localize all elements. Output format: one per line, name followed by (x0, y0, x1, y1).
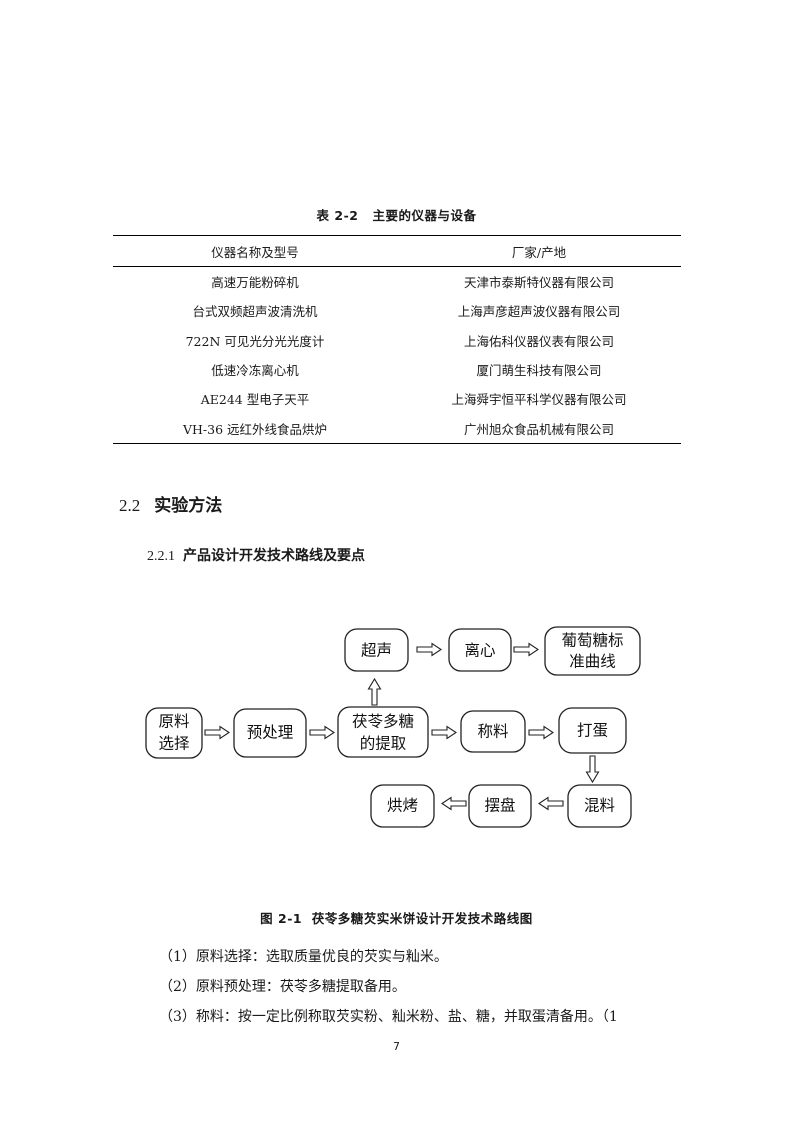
node-weighing-label: 称料 (477, 723, 508, 741)
manufacturer-cell: 上海声彦超声波仪器有限公司 (457, 304, 621, 320)
manufacturer-cell: 上海佑科仪器仪表有限公司 (463, 333, 614, 349)
table-row: 高速万能粉碎机 天津市泰斯特仪器有限公司 (113, 267, 681, 297)
node-tray-label: 摆盘 (484, 796, 515, 815)
table-row: VH-36 远红外线食品烘炉 广州旭众食品机械有限公司 (113, 413, 681, 444)
node-weighing: 称料 (460, 710, 526, 753)
instrument-cell: 低速冷冻离心机 (211, 363, 299, 379)
subsection-number: 2.2.1 (147, 549, 175, 564)
manufacturer-cell: 厦门萌生科技有限公司 (476, 363, 602, 379)
node-baking-label: 烘烤 (387, 797, 418, 815)
instrument-cell: 高速万能粉碎机 (211, 275, 299, 291)
subsection-heading: 2.2.1 产品设计开发技术路线及要点 (147, 545, 365, 565)
manufacturer-cell: 天津市泰斯特仪器有限公司 (463, 275, 614, 291)
table-row: 台式双频超声波清洗机 上海声彦超声波仪器有限公司 (113, 296, 681, 325)
arrow-down-icon (585, 755, 600, 784)
node-egg-beating: 打蛋 (558, 707, 627, 754)
node-raw-material-selection: 原料 选择 (145, 707, 203, 759)
manufacturer-cell: 上海舜宇恒平科学仪器有限公司 (451, 392, 627, 408)
table-header-row: 仪器名称及型号 厂家/产地 (113, 235, 681, 267)
paragraph-step-3: （3）称料：按一定比例称取芡实粉、籼米粉、盐、糖，并取蛋清备用。（1 (159, 1009, 618, 1025)
instrument-cell: 台式双频超声波清洗机 (192, 304, 318, 320)
node-pretreatment-label: 预处理 (247, 724, 294, 742)
figure-caption: 图 2-1 茯苓多糖芡实米饼设计开发技术路线图 (260, 911, 533, 926)
node-raw-label-line2: 选择 (158, 735, 190, 753)
node-pretreatment: 预处理 (233, 708, 307, 758)
section-number: 2.2 (119, 496, 141, 515)
arrow-left-icon (538, 796, 564, 811)
arrow-up-icon (367, 677, 382, 706)
node-ultrasonic: 超声 (344, 628, 409, 672)
arrow-right-icon (416, 642, 442, 657)
table-row: 低速冷冻离心机 厦门萌生科技有限公司 (113, 355, 681, 384)
section-title: 实验方法 (154, 496, 223, 516)
instrument-cell: 722N 可见光分光光度计 (185, 333, 325, 349)
arrow-right-icon (431, 725, 457, 740)
arrow-right-icon (513, 642, 539, 657)
node-glucose-label-line1: 葡萄糖标 (561, 632, 623, 650)
node-baking: 烘烤 (370, 784, 435, 828)
node-polysaccharide-extraction: 茯苓多糖 的提取 (337, 706, 429, 758)
node-centrifuge: 离心 (448, 628, 512, 672)
equipment-table: 仪器名称及型号 厂家/产地 高速万能粉碎机 天津市泰斯特仪器有限公司 台式双频超… (113, 235, 681, 444)
subsection-title: 产品设计开发技术路线及要点 (183, 548, 365, 564)
instrument-cell: AE244 型电子天平 (200, 392, 310, 408)
section-heading: 2.2 实验方法 (119, 491, 222, 516)
table-caption-number: 表 2-2 (316, 208, 359, 223)
page-number: 7 (393, 1040, 400, 1053)
node-mixing-label: 混料 (584, 797, 615, 815)
node-extract-label-line2: 的提取 (360, 735, 407, 753)
node-extract-label-line1: 茯苓多糖 (352, 713, 414, 731)
node-tray-arranging: 摆盘 (468, 784, 532, 828)
table-caption-title: 主要的仪器与设备 (372, 208, 477, 223)
manufacturer-cell: 广州旭众食品机械有限公司 (397, 413, 681, 444)
node-ultrasonic-label: 超声 (361, 642, 392, 660)
arrow-right-icon (204, 725, 230, 740)
table-row: 722N 可见光分光光度计 上海佑科仪器仪表有限公司 (113, 326, 681, 355)
paragraph-step-1: （1）原料选择：选取质量优良的芡实与籼米。 (159, 949, 448, 965)
node-glucose-label-line2: 准曲线 (569, 653, 616, 671)
node-raw-label-line1: 原料 (158, 713, 189, 731)
node-egg-beating-label: 打蛋 (577, 722, 608, 740)
arrow-right-icon (309, 725, 335, 740)
table-caption: 表 2-2 主要的仪器与设备 (0, 205, 793, 224)
table-row: AE244 型电子天平 上海舜宇恒平科学仪器有限公司 (113, 384, 681, 413)
instrument-cell: VH-36 远红外线食品烘炉 (113, 413, 397, 444)
node-mixing: 混料 (567, 784, 632, 828)
paragraph-step-2: （2）原料预处理：茯苓多糖提取备用。 (159, 979, 406, 995)
column-header-instrument: 仪器名称及型号 (113, 235, 397, 267)
arrow-right-icon (528, 725, 554, 740)
node-centrifuge-label: 离心 (464, 642, 495, 660)
arrow-left-icon (441, 796, 467, 811)
node-glucose-standard-curve: 葡萄糖标 准曲线 (544, 626, 641, 676)
column-header-manufacturer: 厂家/产地 (397, 235, 681, 267)
